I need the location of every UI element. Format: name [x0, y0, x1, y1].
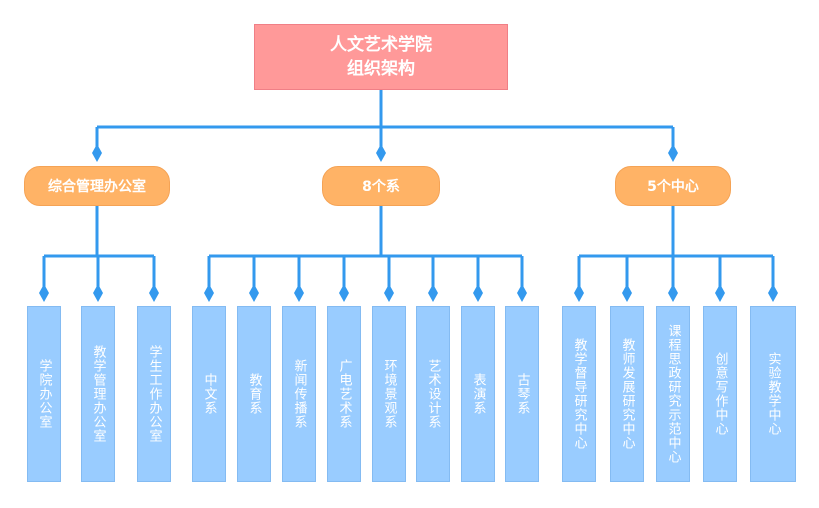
unit-label: 教学督导研究中心 — [571, 338, 587, 450]
unit-label: 古琴系 — [514, 373, 530, 415]
unit-label: 新闻传播系 — [291, 359, 307, 429]
unit-node: 教学督导研究中心 — [562, 306, 596, 482]
unit-label: 表演系 — [470, 373, 486, 415]
unit-label: 环境景观系 — [381, 359, 397, 429]
group-node-office: 综合管理办公室 — [24, 166, 170, 206]
root-node: 人文艺术学院 组织架构 — [254, 24, 508, 90]
unit-node: 学院办公室 — [27, 306, 61, 482]
unit-node: 学生工作办公室 — [137, 306, 171, 482]
unit-node: 表演系 — [461, 306, 495, 482]
unit-label: 课程思政研究示范中心 — [665, 324, 681, 464]
unit-label: 教育系 — [246, 373, 262, 415]
unit-label: 中文系 — [201, 373, 217, 415]
root-title-line2: 组织架构 — [347, 59, 415, 79]
unit-node: 中文系 — [192, 306, 226, 482]
unit-node: 课程思政研究示范中心 — [656, 306, 690, 482]
unit-node: 古琴系 — [505, 306, 539, 482]
unit-node: 艺术设计系 — [416, 306, 450, 482]
unit-label: 广电艺术系 — [336, 359, 352, 429]
unit-label: 学院办公室 — [36, 359, 52, 429]
unit-node: 实验教学中心 — [750, 306, 796, 482]
unit-node: 广电艺术系 — [327, 306, 361, 482]
unit-node: 创意写作中心 — [703, 306, 737, 482]
unit-label: 教学管理办公室 — [90, 345, 106, 443]
group-node-centers: 5个中心 — [615, 166, 731, 206]
root-title-line1: 人文艺术学院 — [330, 35, 432, 55]
unit-label: 实验教学中心 — [765, 352, 781, 436]
unit-node: 环境景观系 — [372, 306, 406, 482]
unit-label: 艺术设计系 — [425, 359, 441, 429]
unit-node: 教师发展研究中心 — [610, 306, 644, 482]
unit-label: 学生工作办公室 — [146, 345, 162, 443]
group-node-departments: 8个系 — [322, 166, 440, 206]
unit-node: 新闻传播系 — [282, 306, 316, 482]
unit-node: 教学管理办公室 — [81, 306, 115, 482]
unit-label: 创意写作中心 — [712, 352, 728, 436]
unit-node: 教育系 — [237, 306, 271, 482]
unit-label: 教师发展研究中心 — [619, 338, 635, 450]
